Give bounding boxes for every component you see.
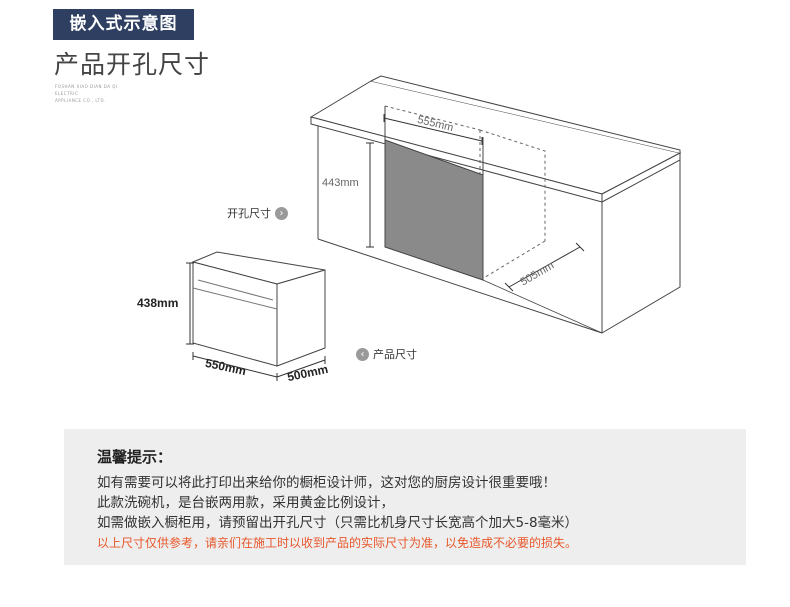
brand-line-2: ELECTRIC xyxy=(55,91,79,96)
tips-title: 温馨提示： xyxy=(97,448,173,466)
brand-line-3: APPLIANCE CO., LTD. xyxy=(55,98,106,103)
tips-note: 以上尺寸仅供参考，请亲们在施工时以收到产品的实际尺寸为准，以免造成不必要的损失。 xyxy=(97,536,578,550)
brand-line-1: FOSHAN XIAO DIAN DA QI xyxy=(55,84,118,89)
cabinet-side-right xyxy=(601,160,681,334)
callout-product-label: 产品尺寸 xyxy=(373,348,417,361)
tips-line-1: 如有需要可以将此打印出来给你的橱柜设计师，这对您的厨房设计很重要哦！ xyxy=(97,475,556,491)
header-badge: 嵌入式示意图 xyxy=(53,9,194,40)
tips-line-2: 此款洗碗机，是台嵌两用款，采用黄金比例设计， xyxy=(97,495,394,511)
cabinet-bottom-edge xyxy=(317,238,603,334)
tips-line-3: 如需做嵌入橱柜用，请预留出开孔尺寸（只需比机身尺寸长宽高个加大5-8毫米） xyxy=(97,515,579,531)
callout-cutout-label: 开孔尺寸 xyxy=(227,207,271,220)
chevron-right-icon: › xyxy=(275,206,288,220)
backsplash xyxy=(370,75,681,153)
chevron-left-icon: ‹ xyxy=(356,347,369,361)
callout-product: ‹ 产品尺寸 xyxy=(356,346,417,362)
installation-diagram xyxy=(186,75,682,381)
product-side xyxy=(276,269,326,367)
dim-product-height: 438mm xyxy=(137,296,179,310)
page-title: 产品开孔尺寸 xyxy=(54,50,211,79)
callout-cutout: 开孔尺寸 › xyxy=(227,205,288,221)
dim-cutout-height: 443mm xyxy=(322,177,359,189)
tips-panel: 温馨提示： 如有需要可以将此打印出来给你的橱柜设计师，这对您的厨房设计很重要哦！… xyxy=(64,429,746,565)
